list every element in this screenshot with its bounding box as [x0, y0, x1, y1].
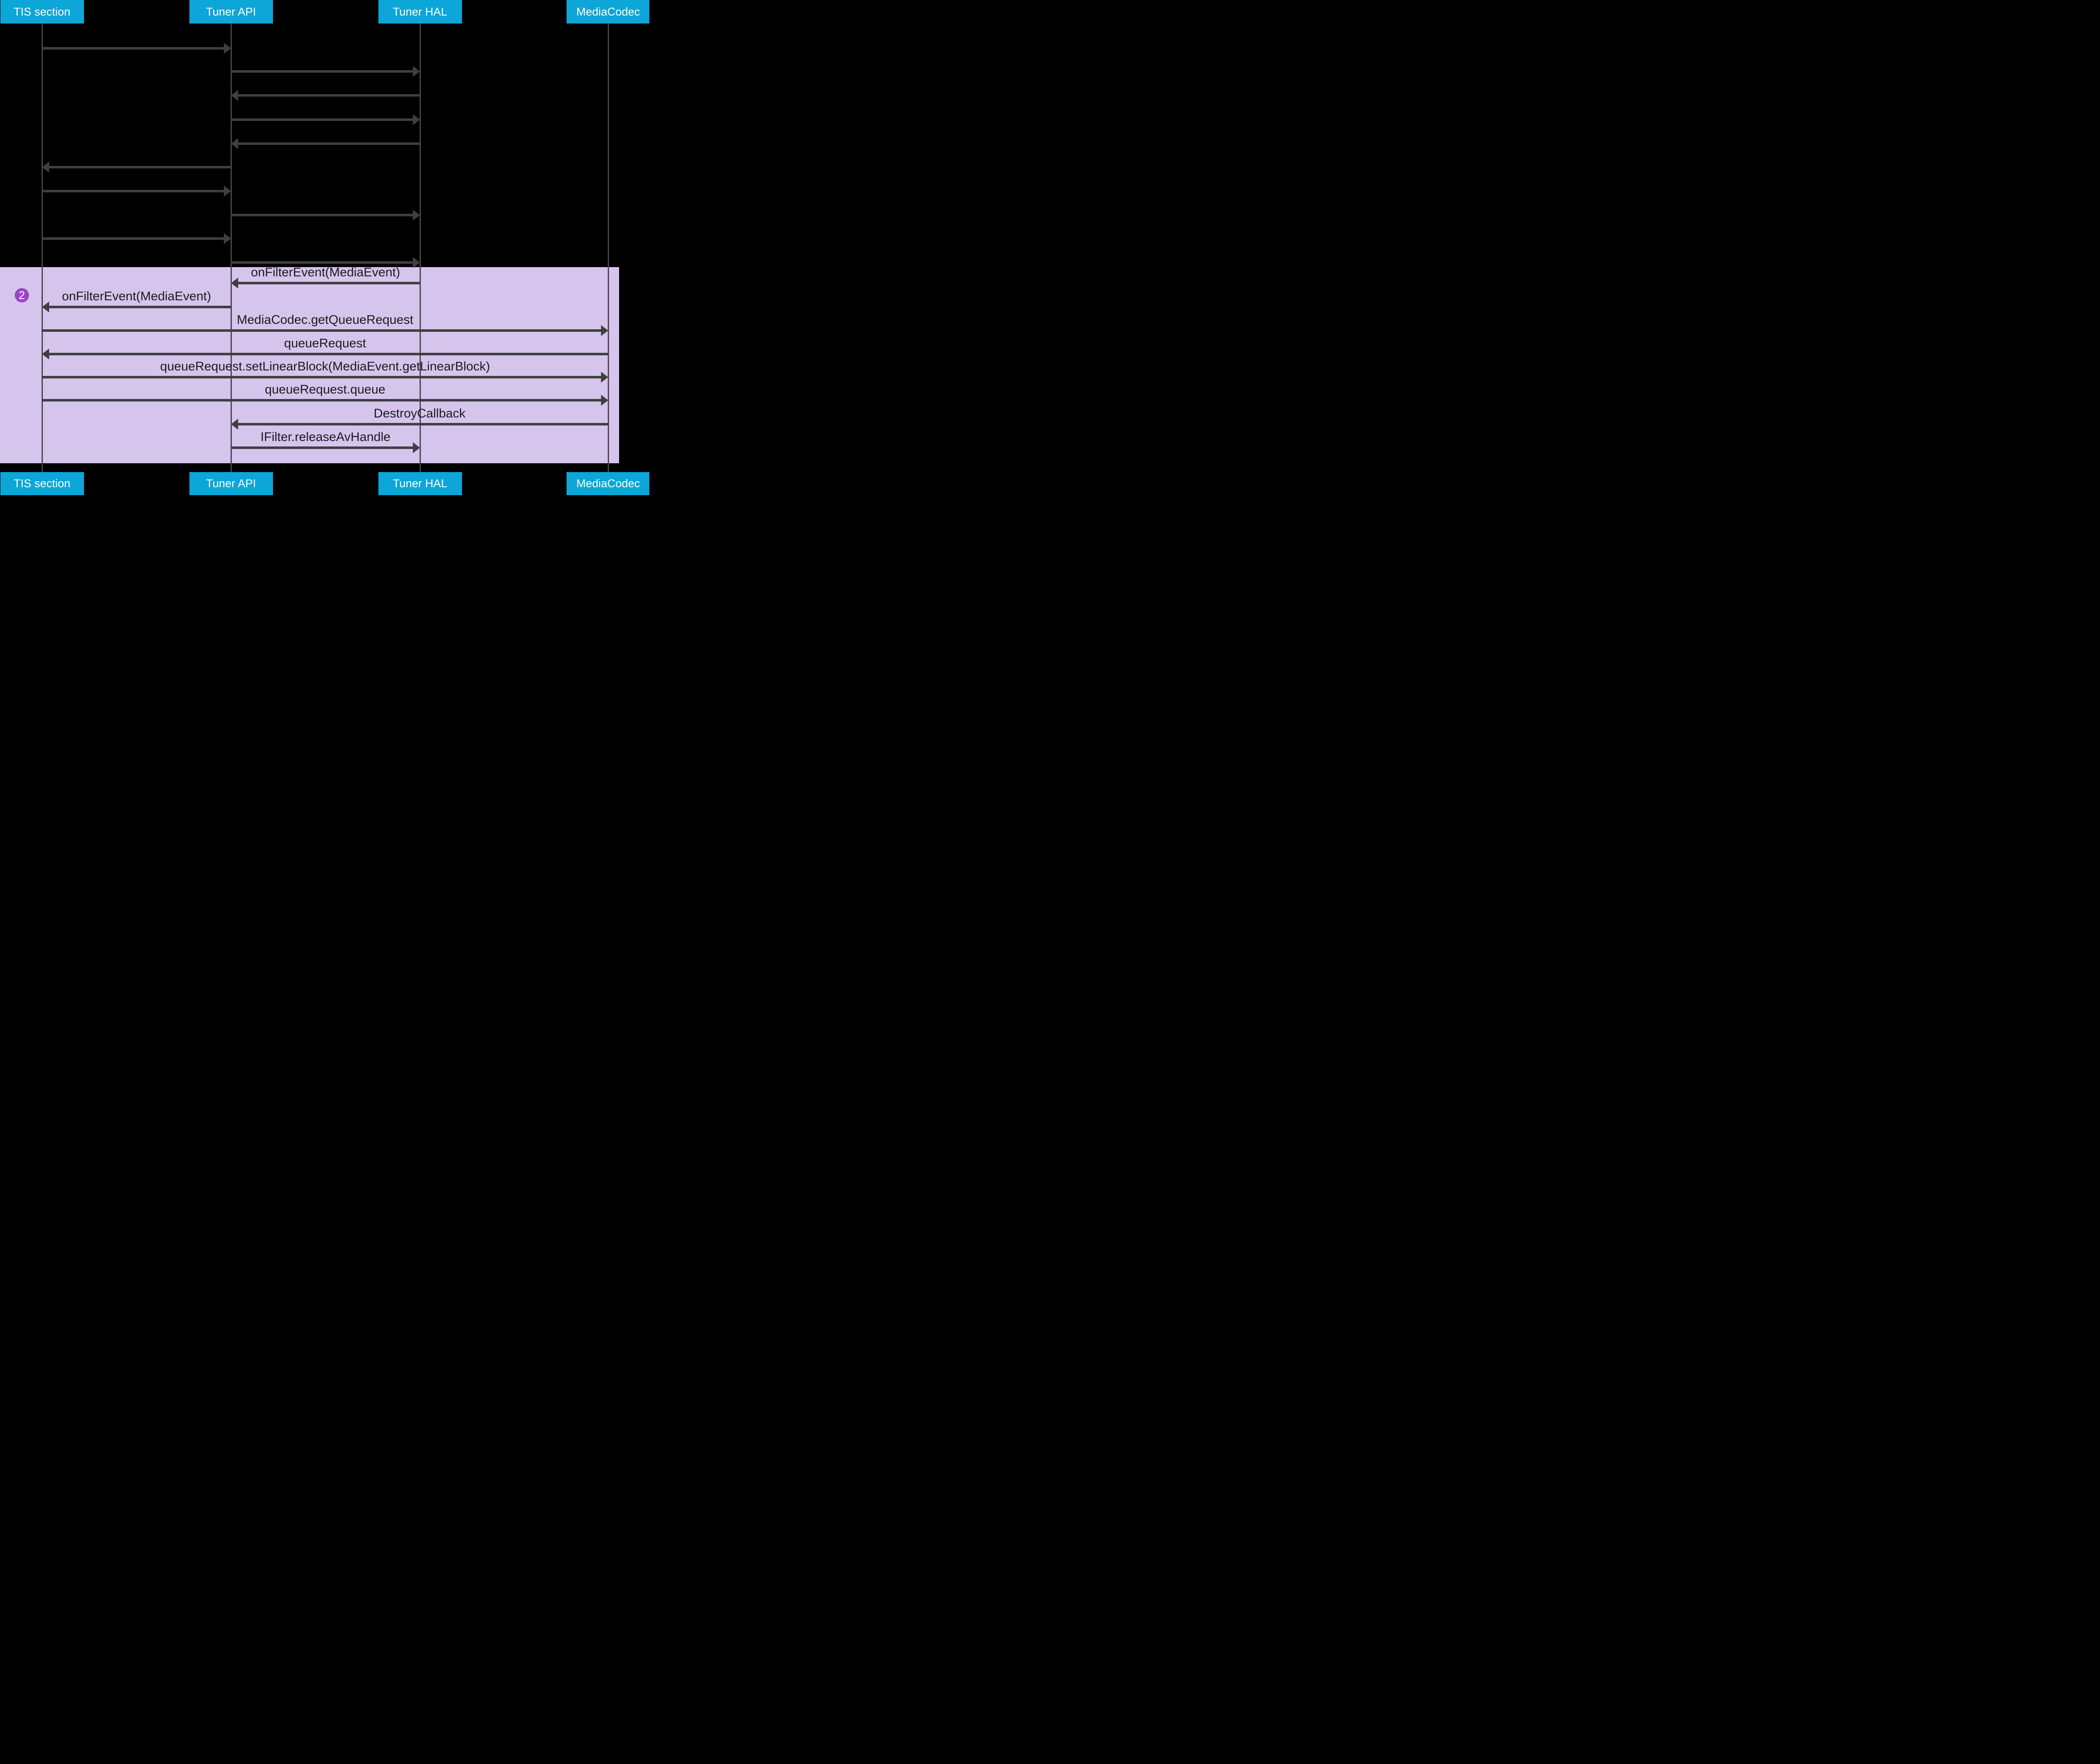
top-header-mc: MediaCodec	[566, 0, 649, 24]
message-label: queueRequest.setLinearBlock(MediaEvent.g…	[160, 360, 490, 373]
message-arrow-line	[231, 214, 414, 216]
top-header-hal: Tuner HAL	[378, 0, 462, 24]
message-arrowhead	[224, 43, 231, 54]
message-arrow-line	[237, 282, 420, 284]
message-arrow-line	[48, 166, 231, 168]
message-arrowhead	[601, 372, 608, 383]
message-arrow-line	[231, 261, 414, 264]
message-arrow-line	[42, 237, 225, 240]
message-arrow-line	[231, 70, 414, 73]
message-arrow-line	[42, 399, 602, 402]
bottom-header-api: Tuner API	[189, 472, 273, 495]
message-arrow-line	[48, 306, 231, 308]
message-arrow-line	[237, 423, 608, 425]
message-label: MediaCodec.getQueueRequest	[236, 313, 414, 327]
message-arrowhead	[231, 138, 238, 149]
bottom-header-mc: MediaCodec	[566, 472, 649, 495]
message-arrow-line	[42, 376, 602, 378]
bottom-header-hal: Tuner HAL	[378, 472, 462, 495]
message-arrowhead	[42, 302, 49, 312]
bottom-header-tis: TIS section	[0, 472, 84, 495]
message-label: onFilterEvent(MediaEvent)	[251, 265, 400, 279]
message-arrow-line	[48, 353, 608, 355]
message-label: IFilter.releaseAvHandle	[260, 430, 391, 444]
message-arrowhead	[413, 66, 420, 77]
step-2-badge: 2	[15, 288, 29, 302]
message-arrowhead	[224, 186, 231, 197]
message-arrow-line	[231, 446, 414, 449]
lifeline-hal	[420, 24, 421, 472]
message-label: onFilterEvent(MediaEvent)	[62, 289, 211, 303]
message-arrowhead	[231, 278, 238, 289]
message-label: queueRequest.queue	[265, 383, 386, 396]
top-header-api: Tuner API	[189, 0, 273, 24]
message-label: DestroyCallback	[373, 407, 466, 420]
message-arrowhead	[601, 395, 608, 406]
lifeline-api	[231, 24, 232, 472]
message-arrowhead	[231, 90, 238, 101]
message-arrowhead	[413, 442, 420, 453]
message-arrowhead	[42, 349, 49, 360]
message-label: queueRequest	[284, 336, 366, 350]
sequence-diagram: onFilterEvent(MediaEvent) onFilterEvent(M…	[0, 0, 649, 495]
message-arrow-line	[237, 142, 420, 145]
message-arrow-line	[237, 94, 420, 97]
message-arrowhead	[413, 114, 420, 125]
message-arrow-line	[42, 47, 225, 50]
highlight-section	[0, 267, 619, 463]
lifeline-mc	[608, 24, 609, 472]
message-arrowhead	[601, 325, 608, 336]
top-header-tis: TIS section	[0, 0, 84, 24]
message-arrow-line	[231, 118, 414, 121]
message-arrowhead	[224, 233, 231, 244]
lifeline-tis	[42, 24, 43, 472]
message-arrowhead	[413, 210, 420, 220]
message-arrowhead	[413, 257, 420, 268]
message-arrowhead	[42, 162, 49, 173]
message-arrow-line	[42, 190, 225, 192]
message-arrowhead	[231, 419, 238, 430]
step-2-badge-label: 2	[18, 289, 25, 302]
message-arrow-line	[42, 329, 602, 332]
